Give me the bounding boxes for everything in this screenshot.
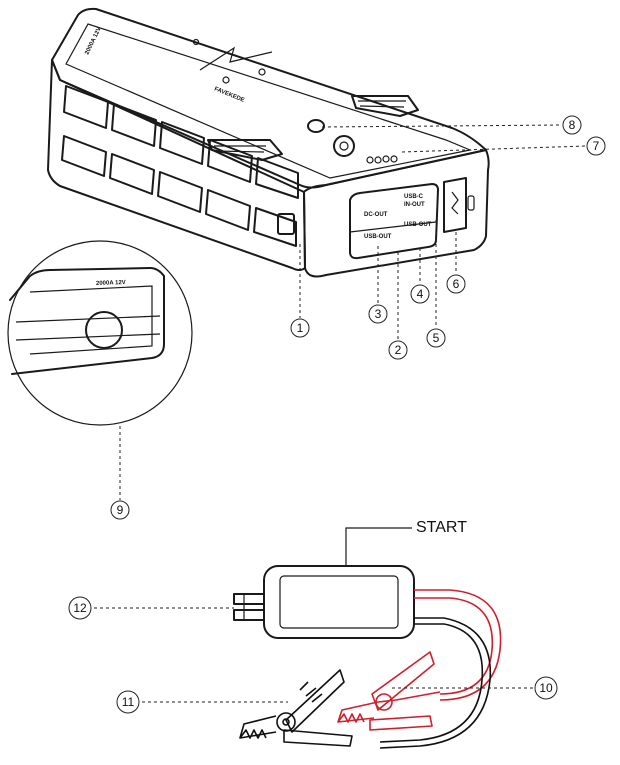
callout-10: 10	[534, 676, 558, 700]
svg-text:6: 6	[453, 277, 460, 291]
svg-text:9: 9	[117, 503, 124, 517]
clamp-assembly: START	[233, 519, 502, 749]
jump-starter-device: FAVEKEDE 2000A 12V DC-OUT USB-OUT USB-C …	[47, 7, 490, 278]
callout-1: 1	[290, 318, 310, 338]
light-panel	[443, 177, 467, 233]
callout-4: 4	[410, 284, 430, 304]
device-front-face	[303, 149, 490, 278]
svg-text:3: 3	[375, 307, 382, 321]
control-box	[263, 565, 415, 639]
top-grip-pad-right	[351, 95, 419, 117]
ec5-connector	[233, 593, 265, 621]
callout-8: 8	[562, 115, 582, 135]
callout-6: 6	[446, 274, 466, 294]
port-label-dc-out: DC-OUT	[364, 212, 388, 218]
svg-text:7: 7	[593, 139, 600, 153]
zoom-device-edge	[9, 267, 165, 375]
light-button	[307, 119, 325, 133]
negative-cable	[379, 617, 492, 749]
callout-11: 11	[116, 690, 140, 714]
zoom-detail: 2000A 12V	[7, 240, 193, 426]
callout-5: 5	[426, 328, 446, 348]
port-label-usb-out-left: USB-OUT	[364, 234, 392, 240]
top-grip-pad-left	[207, 139, 283, 161]
battery-indicator-leds	[366, 155, 398, 164]
device-top-inner-border	[65, 23, 473, 179]
zoom-circle	[7, 240, 193, 426]
callout-9: 9	[110, 500, 130, 520]
positive-clamp-red	[337, 651, 441, 731]
callout-7: 7	[586, 136, 606, 156]
capacity-label: 2000A 12V	[84, 26, 102, 55]
side-grip-blocks	[61, 85, 299, 247]
callout-2: 2	[388, 340, 408, 360]
device-top-face	[51, 7, 487, 189]
power-button	[333, 135, 355, 157]
port-label-usb-out-right: USB-OUT	[404, 222, 432, 228]
svg-text:1: 1	[297, 321, 304, 335]
svg-text:5: 5	[433, 331, 440, 345]
leader-lines	[94, 124, 587, 703]
start-label: START	[416, 519, 467, 536]
brand-text: FAVEKEDE	[213, 86, 245, 104]
zoom-capacity-label: 2000A 12V	[96, 280, 126, 287]
negative-clamp-black	[239, 669, 353, 747]
svg-text:10: 10	[539, 681, 553, 695]
device-side-face	[47, 59, 306, 271]
port-label-usbc-line2: IN-OUT	[404, 202, 425, 208]
svg-text:11: 11	[122, 695, 135, 709]
side-latch	[277, 213, 295, 235]
callout-12: 12	[68, 596, 92, 620]
positive-cable	[414, 589, 502, 701]
svg-text:12: 12	[73, 601, 87, 615]
svg-text:8: 8	[569, 118, 576, 132]
zoom-round-button	[85, 311, 123, 349]
port-label-usbc-line1: USB-C	[404, 194, 424, 200]
svg-text:4: 4	[417, 287, 424, 301]
callout-3: 3	[368, 304, 388, 324]
svg-text:2: 2	[395, 343, 402, 357]
lightning-logo	[199, 46, 273, 71]
